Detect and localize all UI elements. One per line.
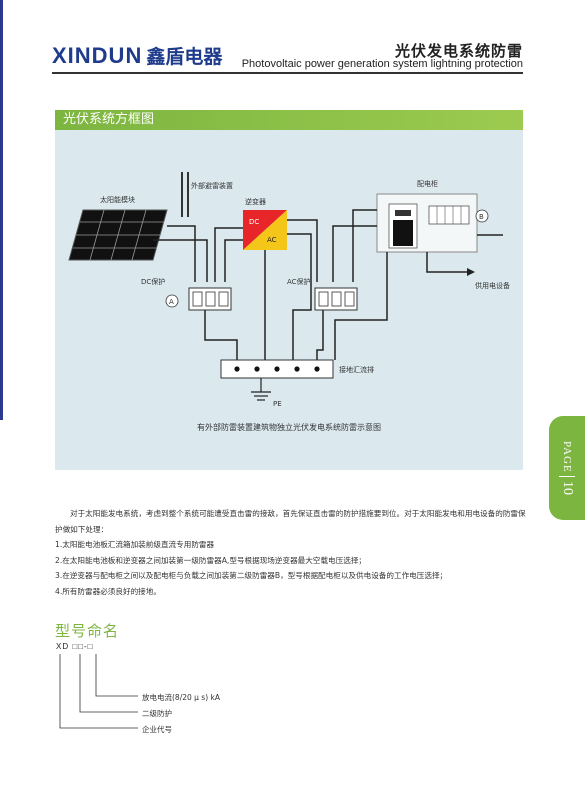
model-item-current: 放电电流(8/20 μ s) kA <box>142 693 220 702</box>
ground-bar-label: 接地汇流排 <box>339 365 374 374</box>
list-item: 4.所有防雷器必须良好的接地。 <box>55 586 161 596</box>
earth-symbol-icon <box>251 378 271 401</box>
supply-arrow-icon <box>467 268 475 276</box>
model-item-level: 二级防护 <box>142 709 172 718</box>
inverter-label: 逆变器 <box>245 197 266 206</box>
distribution-cabinet-icon <box>376 193 478 253</box>
list-item: 1.太阳能电池板汇流箱加装前级直流专用防雷器 <box>55 540 215 549</box>
solar-panel-icon <box>68 209 168 261</box>
solar-label: 太阳能模块 <box>100 195 135 204</box>
model-code: XD □□-□ <box>56 642 94 651</box>
dc-protect-label: DC保护 <box>141 277 165 286</box>
marker-a <box>165 294 179 308</box>
marker-a-text: A <box>169 298 174 306</box>
ac-protect-label: AC保护 <box>287 277 311 286</box>
page-number: 10 <box>560 481 575 496</box>
lightning-rod-2 <box>187 172 189 217</box>
intro-paragraph: 对于太阳能发电系统，考虑到整个系统可能遭受直击雷的接敌，首先保证直击雷的防护措施… <box>55 509 526 534</box>
logo-english: XINDUN <box>52 43 143 68</box>
body-text: 对于太阳能发电系统，考虑到整个系统可能遭受直击雷的接敌，首先保证直击雷的防护措施… <box>55 506 530 599</box>
header-rule <box>52 72 523 74</box>
lightning-rod <box>181 172 183 217</box>
header-title-en: Photovoltaic power generation system lig… <box>241 58 523 70</box>
pv-system-diagram: 外部避雷装置 太阳能模块 逆变器 DC AC 配电柜 <box>55 130 523 470</box>
dc-spd-icon <box>188 287 232 311</box>
model-item-company: 企业代号 <box>142 725 172 734</box>
diagram-caption: 有外部防雷装置建筑物独立光伏发电系统防雷示意图 <box>197 422 381 432</box>
page-tab-rule <box>559 476 575 478</box>
inverter-icon: DC AC <box>243 210 287 250</box>
left-edge-stripe <box>0 0 3 420</box>
logo-chinese: 鑫盾电器 <box>146 46 223 68</box>
page-number-tab: PAGE 10 <box>549 416 585 520</box>
inverter-ac-text: AC <box>267 236 277 244</box>
page-label: PAGE <box>561 440 573 473</box>
ground-bar-icon <box>220 359 334 379</box>
company-logo: XINDUN 鑫盾电器 <box>52 42 222 69</box>
wiring <box>153 209 503 360</box>
supply-label: 供用电设备 <box>475 281 510 290</box>
section-title: 光伏系统方框图 <box>63 112 155 127</box>
marker-b-text: B <box>479 213 484 221</box>
section-title-bar: 光伏系统方框图 <box>55 110 523 130</box>
pe-label: PE <box>273 400 282 408</box>
cabinet-label: 配电柜 <box>417 179 438 188</box>
header-title-cn: 光伏发电系统防雷 <box>394 42 523 60</box>
marker-b <box>475 209 489 223</box>
model-naming-lines <box>59 654 138 729</box>
list-item: 3.在逆变器与配电柜之间以及配电柜与负载之间加装第二级防雷器B，型号根据配电柜以… <box>55 571 448 580</box>
list-item: 2.在太阳能电池板和逆变器之间加装第一级防雷器A,型号根据现场逆变器最大空载电压… <box>55 555 367 565</box>
inverter-dc-text: DC <box>249 218 259 226</box>
rod-label: 外部避雷装置 <box>191 181 233 190</box>
diagram-svg: 外部避雷装置 太阳能模块 逆变器 DC AC 配电柜 <box>68 172 510 432</box>
ac-spd-icon <box>314 287 358 311</box>
model-naming-title: 型号命名 <box>55 622 120 640</box>
